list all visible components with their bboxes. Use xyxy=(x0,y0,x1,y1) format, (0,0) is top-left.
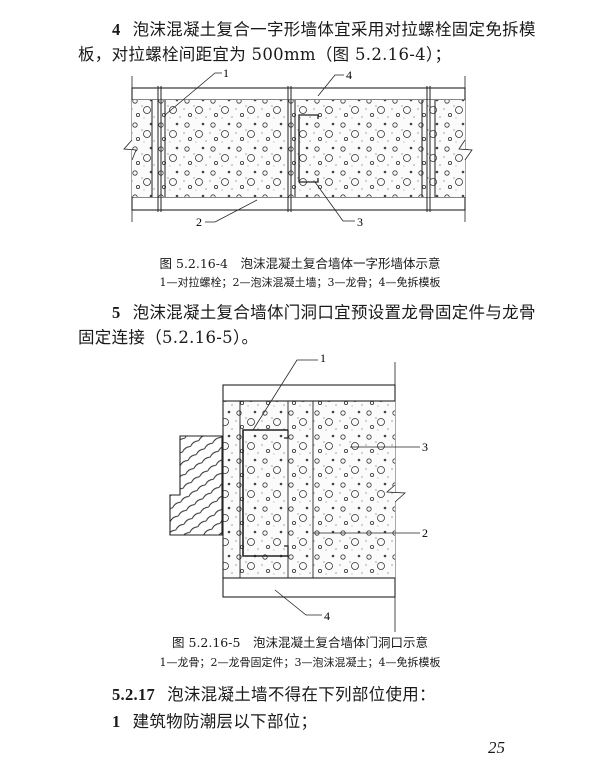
item-4-line-1: 4 泡沫混凝土复合一字形墙体宜采用对拉螺栓固定免拆模 xyxy=(112,16,536,40)
label-1: 1 xyxy=(320,351,326,365)
wall-section-drawing xyxy=(123,72,473,223)
keel xyxy=(242,429,288,557)
label-1: 1 xyxy=(223,66,229,80)
item-number: 5 xyxy=(112,303,121,322)
item-4-line-2: 板，对拉螺栓间距宜为 500mm（图 5.2.16-4）； xyxy=(78,45,452,64)
tie-bolts xyxy=(151,86,436,212)
label-4: 4 xyxy=(324,609,330,623)
wood-door-frame xyxy=(169,435,223,536)
label-4: 4 xyxy=(346,68,352,82)
figure-2-caption: 图 5.2.16-5 泡沫混凝土复合墙体门洞口示意 xyxy=(172,635,428,650)
figure-1-caption: 图 5.2.16-4 泡沫混凝土复合墙体一字形墙体示意 xyxy=(159,256,441,271)
item-5-line-1: 5 泡沫混凝土复合墙体门洞口宜预设置龙骨固定件与龙骨 xyxy=(112,299,536,323)
item-text: 泡沫混凝土复合墙体门洞口宜预设置龙骨固定件与龙骨 xyxy=(132,303,536,322)
item-1: 1 建筑物防潮层以下部位； xyxy=(112,708,317,732)
figure-1-legend: 1—对拉螺栓；2—泡沫混凝土墙；3—龙骨；4—免拆模板 xyxy=(159,276,441,289)
label-2: 2 xyxy=(422,526,428,540)
item-number: 1 xyxy=(112,712,121,731)
label-3: 3 xyxy=(357,215,363,229)
item-text: 泡沫混凝土复合一字形墙体宜采用对拉螺栓固定免拆模 xyxy=(132,20,536,39)
door-opening-drawing xyxy=(169,359,420,632)
keel xyxy=(298,114,319,183)
item-5-line-2: 固定连接（5.2.16-5）。 xyxy=(78,328,259,347)
item-number: 4 xyxy=(112,20,121,39)
item-text: 建筑物防潮层以下部位； xyxy=(132,712,318,731)
figure-2-legend: 1—龙骨；2—龙骨固定件；3—泡沫混凝土；4—免拆模板 xyxy=(159,656,441,669)
page-number: 25 xyxy=(488,738,505,757)
clause-text: 泡沫混凝土墙不得在下列部位使用： xyxy=(167,685,436,704)
label-2: 2 xyxy=(196,215,202,229)
label-3: 3 xyxy=(422,440,428,454)
clause-5-2-17: 5.2.17 泡沫混凝土墙不得在下列部位使用： xyxy=(112,681,436,705)
clause-number: 5.2.17 xyxy=(112,685,156,704)
